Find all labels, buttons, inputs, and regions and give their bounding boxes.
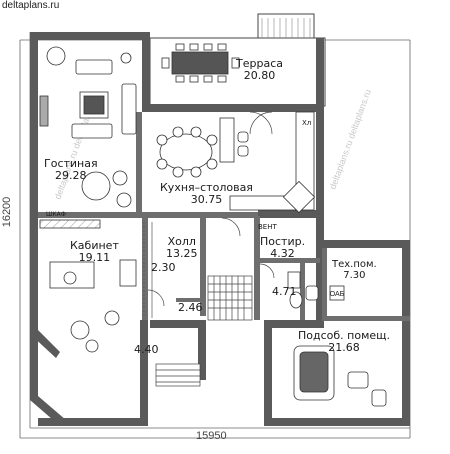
bath-fixtures [287, 271, 319, 309]
room-office: Кабинет 19.11 [70, 240, 119, 263]
room-living-name: Гостиная [44, 157, 98, 170]
room-laundry-name: Постир. [260, 235, 306, 248]
svg-text:deltaplans.ru deltaplans.ru: deltaplans.ru deltaplans.ru [327, 88, 373, 191]
room-office-area: 19.11 [78, 250, 111, 264]
room-utility: Подсоб. помещ. 21.68 [298, 330, 390, 353]
room-living-area: 29.28 [55, 168, 87, 182]
room-terrace: Терраса 20.80 [236, 58, 283, 81]
exterior-walls [30, 32, 410, 426]
site-watermark-label: deltaplans.ru [2, 0, 60, 11]
exhaust-mark: Хл [302, 119, 312, 127]
width-dimension: 15950 [196, 430, 227, 442]
kitchen-furniture [156, 111, 316, 214]
room-tech-name: Тех.пом. [332, 259, 377, 270]
doors [147, 111, 275, 307]
terrace-dining [161, 43, 240, 83]
height-dimension: 16200 [1, 196, 13, 228]
room-office-name: Кабинет [70, 239, 119, 252]
room-hall: Холл 13.25 [166, 236, 198, 259]
room-living: Гостиная 29.28 [44, 158, 98, 181]
room-utility-area: 21.68 [328, 340, 360, 354]
interior-walls [38, 112, 410, 321]
entry-steps [155, 363, 201, 387]
living-furniture [39, 46, 137, 208]
room-laundry: Постир. 4.32 [260, 236, 305, 259]
room-hall-name: Холл [167, 235, 196, 248]
utility-vehicle [293, 345, 387, 407]
vent-mark: ВЕНТ [258, 223, 277, 231]
room-closet-area: 2.30 [151, 261, 176, 274]
room-hall-area: 13.25 [166, 246, 198, 260]
office-furniture [39, 219, 137, 353]
stairs [207, 275, 253, 321]
room-kitchen: Кухня–столовая 30.75 [160, 182, 253, 205]
boiler-unit: ОАБ [329, 285, 345, 301]
room-utility-name: Подсоб. помещ. [298, 329, 391, 342]
bay-wall-lower [30, 330, 66, 426]
room-kitchen-area: 30.75 [190, 192, 223, 206]
room-terrace-area: 20.80 [243, 68, 276, 82]
cabinet-mark: ШКАФ [46, 211, 66, 218]
hall-closet [143, 222, 153, 318]
room-terrace-name: Терраса [236, 57, 283, 70]
svg-text:ОАБ: ОАБ [330, 291, 345, 298]
room-tech: Тех.пом. 7.30 [332, 259, 377, 281]
room-vestibule-area: 4.40 [134, 343, 159, 356]
room-tech-area: 7.30 [343, 269, 366, 281]
room-laundry-area: 4.32 [270, 246, 295, 260]
room-kitchen-name: Кухня–столовая [160, 181, 253, 194]
room-bath-area: 4.71 [272, 285, 297, 298]
room-wc-area: 2.46 [178, 301, 203, 314]
